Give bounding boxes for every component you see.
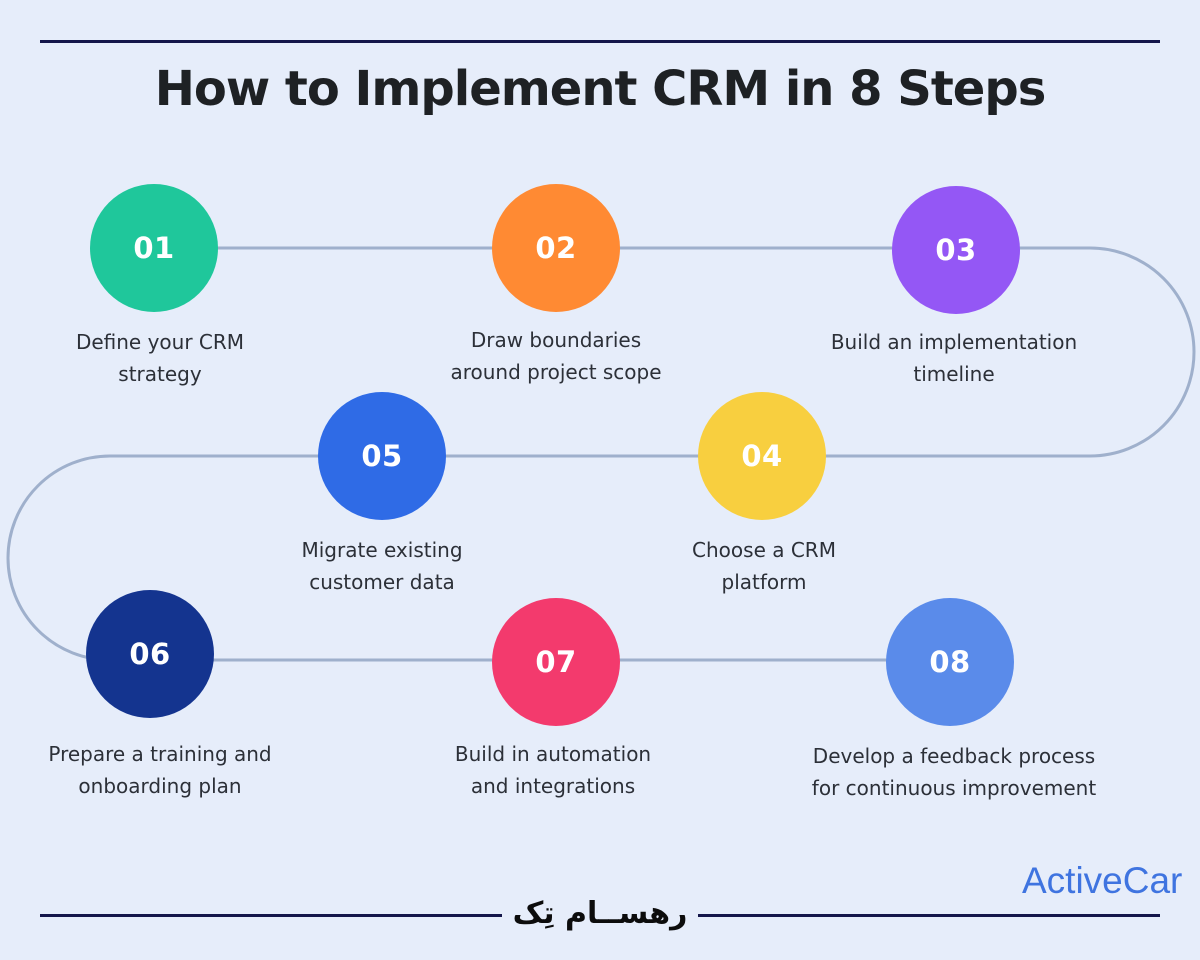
step-04-number: 04 bbox=[741, 439, 783, 473]
step-01-label: Define your CRM strategy bbox=[0, 326, 320, 390]
step-02-number: 02 bbox=[535, 231, 577, 265]
step-04-label-line-2: platform bbox=[721, 570, 807, 594]
step-07-circle: 07 bbox=[492, 598, 620, 726]
step-02-circle: 02 bbox=[492, 184, 620, 312]
step-07-label: Build in automation and integrations bbox=[393, 738, 713, 802]
brand-logo-text: ActiveCar bbox=[1022, 860, 1183, 901]
step-05-label-line-1: Migrate existing bbox=[301, 538, 463, 562]
step-02-label: Draw boundaries around project scope bbox=[396, 324, 716, 388]
step-05-label-line-2: customer data bbox=[309, 570, 455, 594]
step-01-label-line-1: Define your CRM bbox=[75, 330, 245, 354]
bottom-divider-left bbox=[40, 914, 502, 917]
step-01-number: 01 bbox=[133, 231, 175, 265]
step-03-label: Build an implementation timeline bbox=[794, 326, 1114, 390]
step-01-circle: 01 bbox=[90, 184, 218, 312]
step-08-number: 08 bbox=[929, 645, 971, 679]
step-08-label: Develop a feedback process for continuou… bbox=[774, 740, 1134, 804]
step-06-number: 06 bbox=[129, 637, 171, 671]
step-04-label-line-1: Choose a CRM bbox=[692, 538, 836, 562]
page-title: How to Implement CRM in 8 Steps bbox=[154, 61, 1047, 117]
step-07-number: 07 bbox=[535, 645, 577, 679]
step-06-label-line-1: Prepare a training and bbox=[48, 742, 272, 766]
step-04-circle: 04 bbox=[698, 392, 826, 520]
watermark-logo-text: رهســام تِک bbox=[512, 896, 688, 931]
step-07-label-line-1: Build in automation bbox=[454, 742, 652, 766]
bottom-divider-right bbox=[698, 914, 1160, 917]
connector-line bbox=[6, 246, 1196, 662]
step-05-circle: 05 bbox=[318, 392, 446, 520]
step-08-label-line-2: for continuous improvement bbox=[811, 776, 1097, 800]
step-06-label-line-2: onboarding plan bbox=[78, 774, 242, 798]
step-05-number: 05 bbox=[361, 439, 403, 473]
step-03-label-line-1: Build an implementation bbox=[830, 330, 1078, 354]
step-08-circle: 08 bbox=[886, 598, 1014, 726]
step-02-label-line-2: around project scope bbox=[450, 360, 662, 384]
step-04-label: Choose a CRM platform bbox=[604, 534, 924, 598]
step-01-label-line-2: strategy bbox=[118, 362, 202, 386]
step-07-label-line-2: and integrations bbox=[470, 774, 636, 798]
step-06-label: Prepare a training and onboarding plan bbox=[0, 738, 320, 802]
step-08-label-line-1: Develop a feedback process bbox=[812, 744, 1096, 768]
step-03-label-line-2: timeline bbox=[913, 362, 995, 386]
step-06-circle: 06 bbox=[86, 590, 214, 718]
top-divider bbox=[40, 40, 1160, 43]
step-02-label-line-1: Draw boundaries bbox=[470, 328, 642, 352]
step-03-number: 03 bbox=[935, 233, 977, 267]
step-05-label: Migrate existing customer data bbox=[222, 534, 542, 598]
step-03-circle: 03 bbox=[892, 186, 1020, 314]
